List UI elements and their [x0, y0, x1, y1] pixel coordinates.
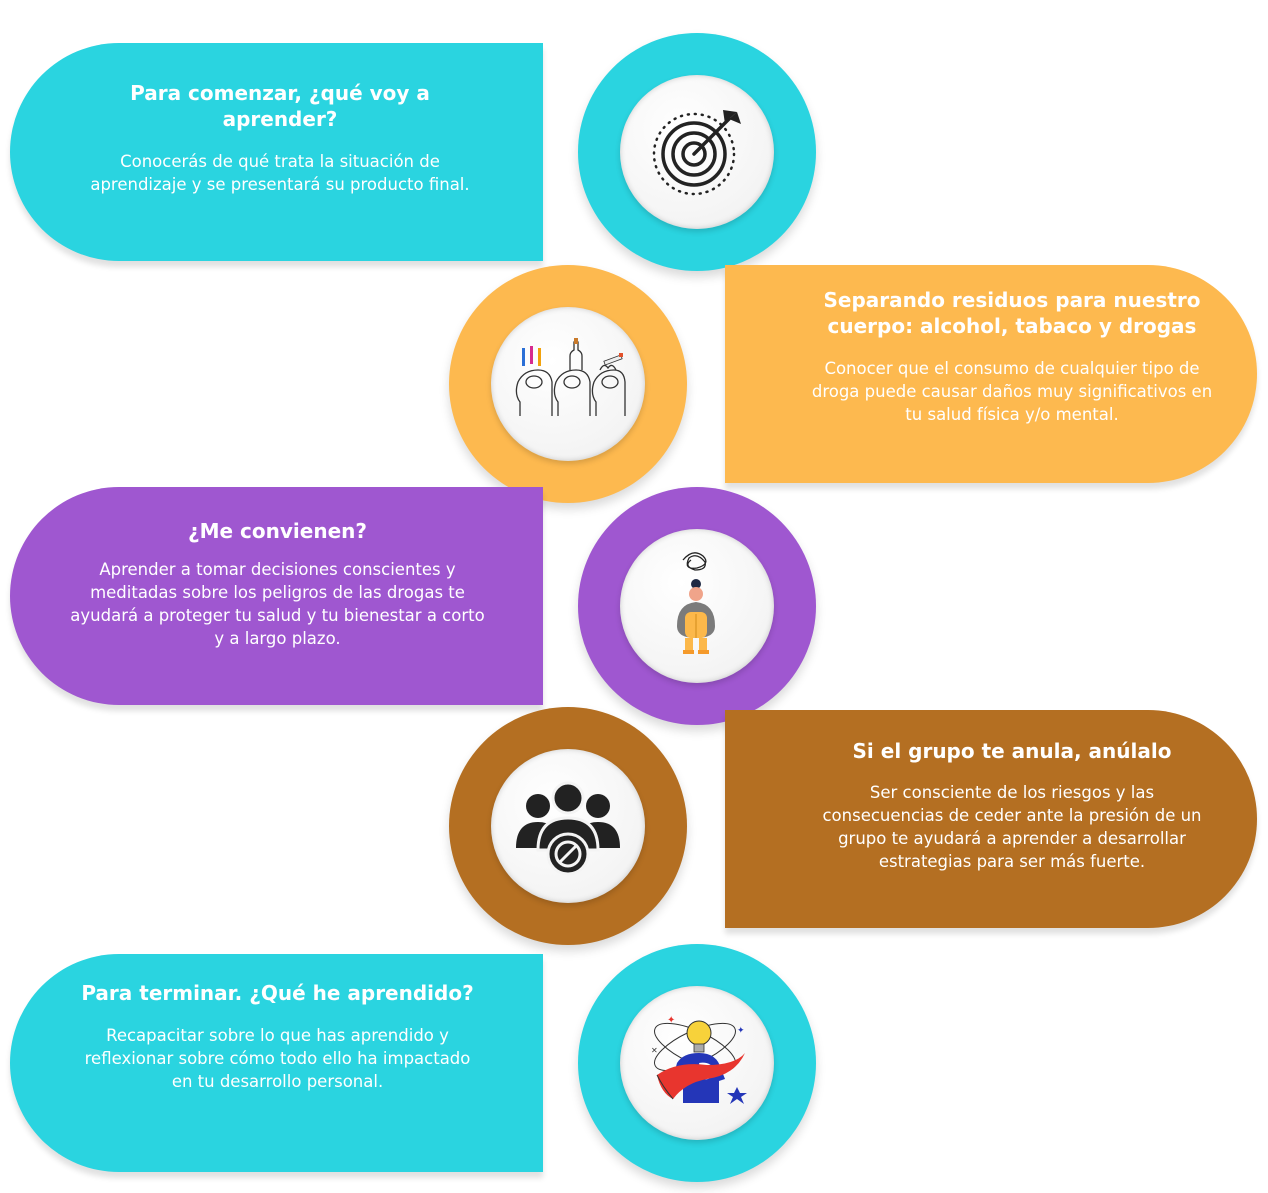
svg-text:✕: ✕: [651, 1046, 658, 1055]
svg-text:✦: ✦: [737, 1026, 745, 1036]
anxious-person-icon: [677, 552, 715, 654]
step-2-card: Separando residuos para nuestro cuerpo: …: [725, 265, 1257, 483]
step-4-icon-disc: [491, 749, 645, 903]
step-2-title: Separando residuos para nuestro cuerpo: …: [823, 288, 1201, 338]
step-1-description: Conocerás de qué trata la situación de a…: [90, 152, 470, 194]
step-1-ring: [578, 33, 816, 271]
step-2-icon-disc: [491, 307, 645, 461]
step-5-icon-disc: ✦ ✦ ✕: [620, 986, 774, 1140]
step-1-icon-disc: [620, 75, 774, 229]
step-3-description: Aprender a tomar decisiones conscientes …: [70, 560, 485, 648]
target-icon: [652, 110, 741, 196]
step-1-card: Para comenzar, ¿qué voy a aprender? Cono…: [10, 43, 543, 261]
step-3-title: ¿Me convienen?: [188, 519, 367, 543]
svg-text:✦: ✦: [667, 1015, 675, 1026]
step-5-ring: ✦ ✦ ✕: [578, 944, 816, 1182]
step-5-title: Para terminar. ¿Qué he aprendido?: [81, 981, 474, 1005]
step-4-title: Si el grupo te anula, anúlalo: [852, 739, 1172, 763]
step-3-ring: [578, 487, 816, 725]
group-blocked-icon: [516, 781, 620, 876]
step-5-description: Recapacitar sobre lo que has aprendido y…: [84, 1026, 471, 1091]
step-3-icon-disc: [620, 529, 774, 683]
step-4-ring: [449, 707, 687, 945]
idea-head-icon: ✦ ✦ ✕: [651, 1015, 747, 1104]
step-4-card: Si el grupo te anula, anúlalo Ser consci…: [725, 710, 1257, 928]
step-4-description: Ser consciente de los riesgos y las cons…: [822, 783, 1202, 871]
step-1-title: Para comenzar, ¿qué voy a aprender?: [130, 81, 430, 131]
substances-heads-icon: [515, 338, 626, 416]
step-3-card: ¿Me convienen? Aprender a tomar decision…: [10, 487, 543, 705]
step-2-ring: [449, 265, 687, 503]
step-5-card: Para terminar. ¿Qué he aprendido? Recapa…: [10, 954, 543, 1172]
step-2-description: Conocer que el consumo de cualquier tipo…: [811, 359, 1213, 424]
